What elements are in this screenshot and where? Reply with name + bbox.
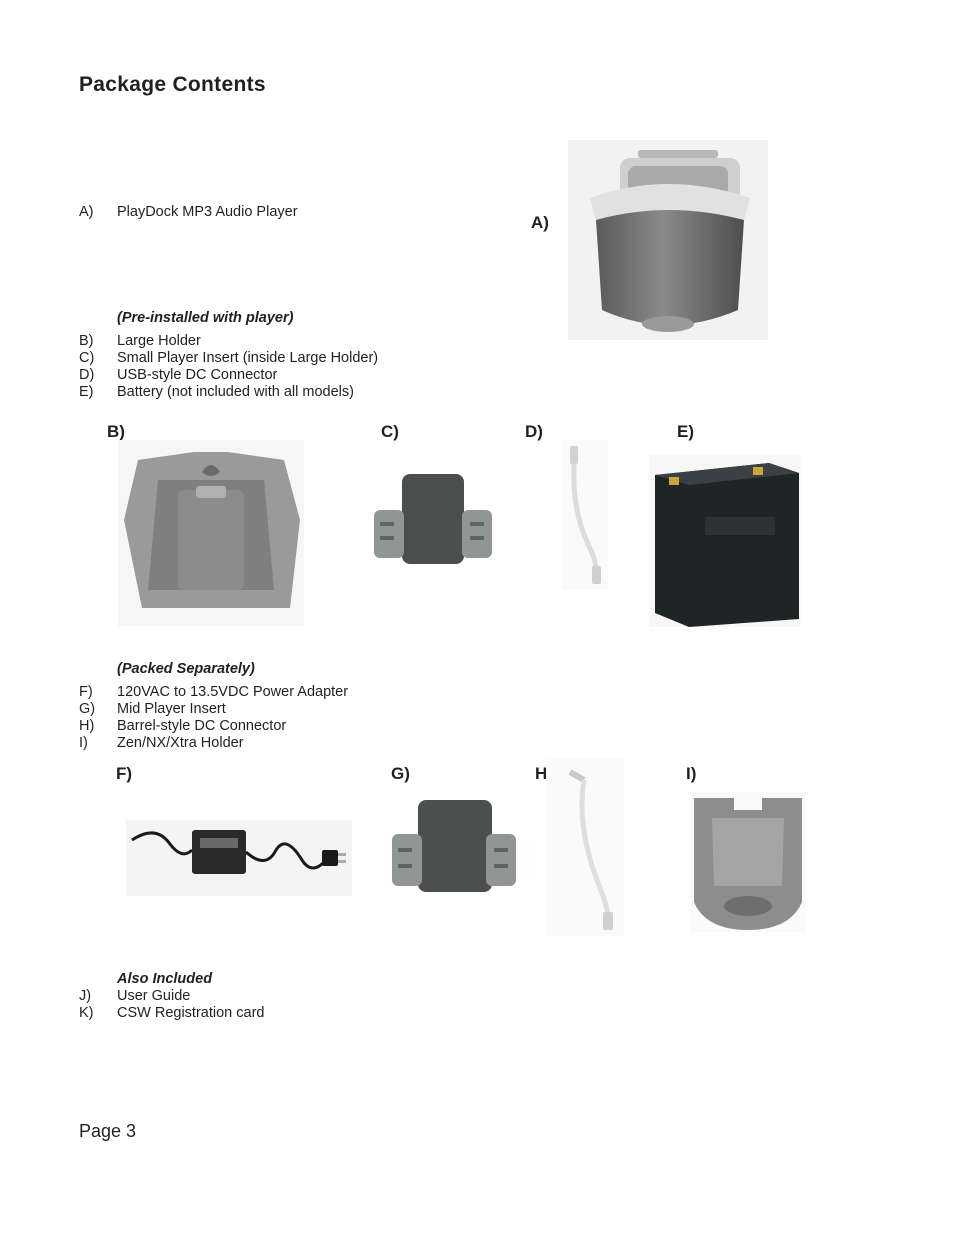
list-item-j: J) User Guide <box>79 988 190 1005</box>
image-label-f: F) <box>116 764 133 783</box>
section-heading-preinstalled: (Pre-installed with player) <box>117 310 294 326</box>
playdock-player-image <box>568 140 768 340</box>
list-item-b: B) Large Holder <box>79 333 201 350</box>
item-text: CSW Registration card <box>117 1005 265 1021</box>
barrel-connector-image <box>546 758 624 936</box>
image-label-g: G) <box>391 764 410 783</box>
item-text: Mid Player Insert <box>117 701 226 717</box>
item-text: Battery (not included with all models) <box>117 384 354 400</box>
list-item-k: K) CSW Registration card <box>79 1005 264 1022</box>
item-text: Large Holder <box>117 333 201 349</box>
list-item-g: G) Mid Player Insert <box>79 701 226 718</box>
item-text: User Guide <box>117 988 191 1004</box>
item-letter: K) <box>79 1005 94 1021</box>
list-item-a: A) PlayDock MP3 Audio Player <box>79 204 298 221</box>
item-text: Barrel-style DC Connector <box>117 718 287 734</box>
battery-image <box>649 455 801 627</box>
item-text: PlayDock MP3 Audio Player <box>117 204 298 220</box>
image-label-c: C) <box>381 422 399 441</box>
item-letter: H) <box>79 718 95 734</box>
item-letter: J) <box>79 988 92 1004</box>
section-heading-separate: (Packed Separately) <box>117 661 255 677</box>
page-number: Page 3 <box>79 1121 137 1141</box>
image-label-i: I) <box>686 764 697 783</box>
item-letter: A) <box>79 204 94 220</box>
item-letter: C) <box>79 350 95 366</box>
item-text: USB-style DC Connector <box>117 367 278 383</box>
mid-insert-image <box>386 796 520 900</box>
image-label-a: A) <box>531 213 549 232</box>
usb-connector-image <box>562 440 608 590</box>
item-text: 120VAC to 13.5VDC Power Adapter <box>117 684 349 700</box>
item-text: Zen/NX/Xtra Holder <box>117 735 244 751</box>
list-item-h: H) Barrel-style DC Connector <box>79 718 286 735</box>
item-letter: B) <box>79 333 94 349</box>
item-letter: F) <box>79 684 93 700</box>
image-label-e: E) <box>677 422 694 441</box>
list-item-f: F) 120VAC to 13.5VDC Power Adapter <box>79 684 348 701</box>
page-title: Package Contents <box>79 73 266 96</box>
zen-holder-image <box>690 792 806 932</box>
small-insert-image <box>366 470 498 572</box>
item-letter: I) <box>79 735 88 751</box>
image-label-b: B) <box>107 422 125 441</box>
section-heading-also: Also Included <box>117 971 213 987</box>
list-item-c: C) Small Player Insert (inside Large Hold… <box>79 350 378 367</box>
list-item-i: I) Zen/NX/Xtra Holder <box>79 735 244 752</box>
image-label-d: D) <box>525 422 543 441</box>
power-adapter-image <box>126 820 352 896</box>
large-holder-image <box>118 440 304 626</box>
list-item-d: D) USB-style DC Connector <box>79 367 277 384</box>
item-letter: E) <box>79 384 94 400</box>
item-letter: D) <box>79 367 95 383</box>
item-text: Small Player Insert (inside Large Holder… <box>117 350 379 366</box>
list-item-e: E) Battery (not included with all models) <box>79 384 354 401</box>
item-letter: G) <box>79 701 96 717</box>
